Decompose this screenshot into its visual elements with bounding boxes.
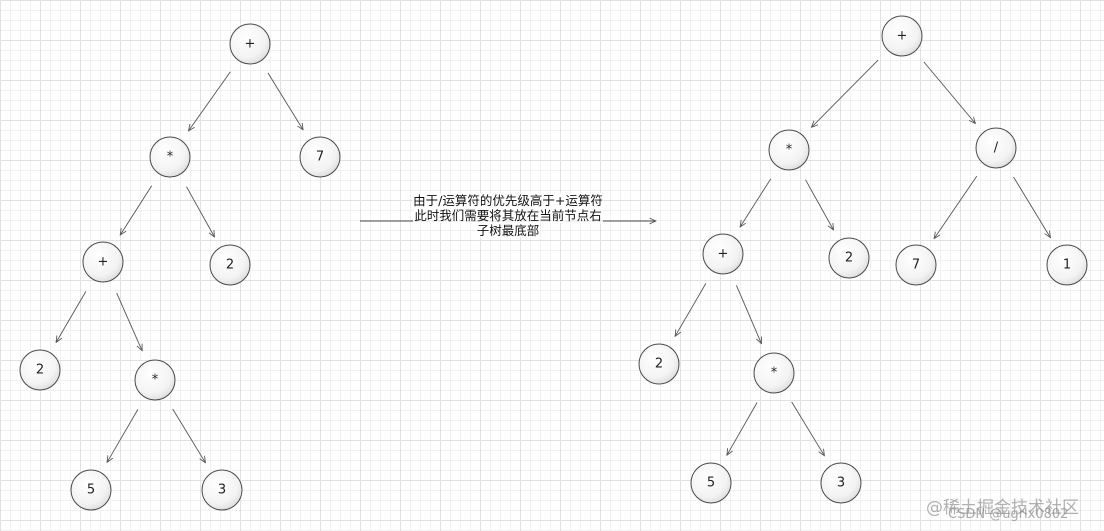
node-label: + — [718, 247, 729, 262]
node-label: 2 — [845, 251, 853, 266]
tree-node-R-root: + — [881, 15, 923, 57]
tree-edge-R-mul2-to-R-5 — [727, 402, 758, 456]
node-label: 7 — [316, 150, 324, 165]
node-circle — [881, 15, 923, 57]
node-circle — [638, 343, 680, 385]
node-circle — [299, 136, 341, 178]
node-circle — [229, 23, 271, 65]
transition-caption: 由于/运算符的优先级高于+运算符 此时我们需要将其放在当前节点右 子树最底部 — [378, 193, 638, 238]
node-label: 3 — [218, 483, 226, 498]
node-circle — [209, 244, 251, 286]
node-label: 7 — [912, 258, 920, 273]
tree-node-L-mul1: * — [149, 136, 191, 178]
tree-node-R-7: 7 — [895, 244, 937, 286]
tree-edge-L-plus2-to-L-mul2 — [116, 292, 142, 351]
node-label: * — [786, 143, 793, 158]
node-label: + — [245, 37, 256, 52]
node-circle — [134, 359, 176, 401]
tree-node-L-mul2: * — [134, 359, 176, 401]
edges-layer — [56, 59, 1051, 463]
tree-edge-L-mul2-to-L-5 — [107, 409, 139, 462]
node-circle — [1046, 244, 1088, 286]
tree-node-L-3: 3 — [201, 469, 243, 511]
caption-line-3: 子树最底部 — [475, 223, 541, 238]
node-label: 3 — [837, 476, 845, 491]
node-circle — [690, 462, 732, 504]
node-label: + — [897, 29, 908, 44]
tree-edge-R-plus2-to-R-2b — [675, 283, 707, 336]
tree-node-L-7: 7 — [299, 136, 341, 178]
node-circle — [895, 244, 937, 286]
tree-node-R-mul2: * — [753, 352, 795, 394]
node-label: 2 — [226, 258, 234, 273]
tree-edge-R-mul2-to-R-3 — [791, 401, 825, 456]
tree-node-R-div: / — [975, 127, 1017, 169]
tree-node-R-2b: 2 — [638, 343, 680, 385]
node-circle — [820, 462, 862, 504]
tree-node-R-1: 1 — [1046, 244, 1088, 286]
tree-edge-L-root-to-L-7 — [267, 72, 303, 130]
node-circle — [975, 127, 1017, 169]
tree-edge-R-plus2-to-R-mul2 — [735, 285, 761, 343]
node-label: 2 — [36, 363, 44, 378]
tree-edge-R-mul1-to-R-2a — [805, 179, 834, 230]
tree-edge-R-div-to-R-1 — [1013, 176, 1051, 238]
node-circle — [702, 233, 744, 275]
tree-node-R-plus2: + — [702, 233, 744, 275]
node-circle — [768, 129, 810, 171]
node-label: 2 — [655, 357, 663, 372]
tree-edge-L-mul1-to-L-plus2 — [120, 185, 153, 235]
node-circle — [201, 469, 243, 511]
node-label: 5 — [87, 483, 95, 498]
node-label: 1 — [1063, 258, 1071, 273]
node-circle — [70, 469, 112, 511]
tree-edge-R-root-to-R-mul1 — [812, 59, 879, 127]
node-label: * — [152, 373, 159, 388]
author-watermark: CSDN @ugrlx0802 — [948, 507, 1069, 522]
tree-edge-R-div-to-R-7 — [934, 175, 978, 239]
node-circle — [149, 136, 191, 178]
tree-node-L-2b: 2 — [19, 349, 61, 391]
tree-node-R-5: 5 — [690, 462, 732, 504]
tree-edge-R-root-to-R-div — [923, 61, 976, 124]
node-label: * — [167, 150, 174, 165]
tree-node-L-root: + — [229, 23, 271, 65]
tree-node-R-mul1: * — [768, 129, 810, 171]
tree-edge-R-mul1-to-R-plus2 — [740, 178, 772, 227]
node-label: / — [994, 141, 999, 156]
node-circle — [828, 237, 870, 279]
caption-line-2: 此时我们需要将其放在当前节点右 — [413, 208, 603, 223]
node-circle — [19, 349, 61, 391]
tree-node-L-2a: 2 — [209, 244, 251, 286]
node-label: 5 — [707, 476, 715, 491]
node-circle — [82, 241, 124, 283]
tree-edge-L-plus2-to-L-2b — [56, 291, 87, 342]
tree-edge-L-mul1-to-L-2a — [186, 186, 215, 237]
tree-node-L-plus2: + — [82, 241, 124, 283]
node-circle — [753, 352, 795, 394]
node-label: + — [98, 255, 109, 270]
tree-edge-L-root-to-L-mul1 — [189, 71, 231, 131]
tree-node-R-2a: 2 — [828, 237, 870, 279]
tree-edge-L-mul2-to-L-3 — [172, 408, 206, 463]
site-watermark: @稀土掘金技术社区 — [926, 498, 1079, 518]
tree-node-R-3: 3 — [820, 462, 862, 504]
caption-line-1: 由于/运算符的优先级高于+运算符 — [412, 193, 604, 208]
tree-node-L-5: 5 — [70, 469, 112, 511]
nodes-layer: + * 7 +2 2 * 5 3 + * / +2 7 1 2 * 5 3 — [19, 15, 1088, 511]
node-label: * — [771, 366, 778, 381]
